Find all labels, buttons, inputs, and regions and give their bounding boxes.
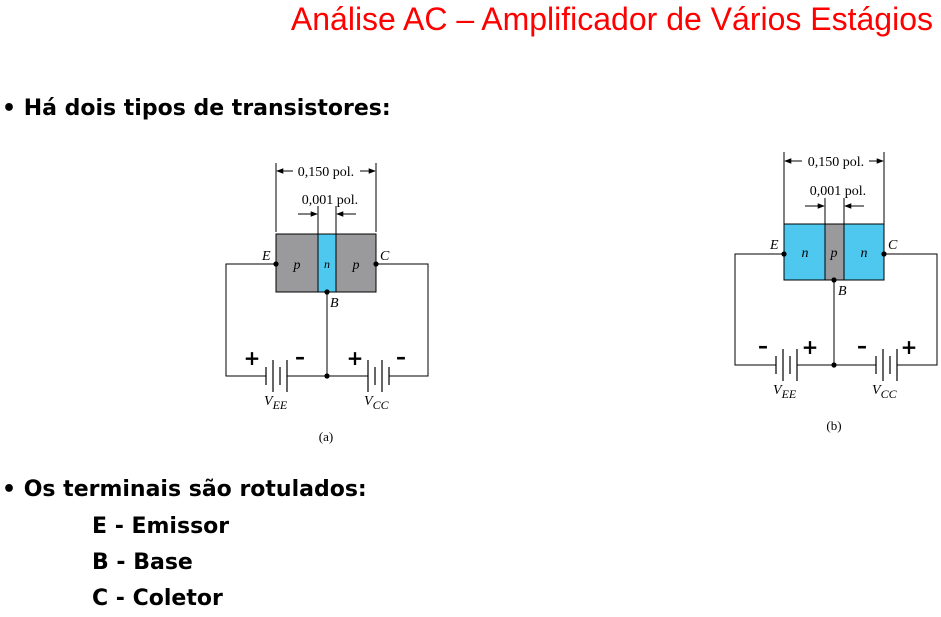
terminal-item-collector: C - Coletor [92, 586, 223, 611]
vcc-minus-sign: – [857, 334, 867, 358]
collector-region [335, 233, 377, 293]
vee-plus-sign: + [802, 335, 819, 359]
base-width-label: 0,001 pol. [810, 184, 866, 199]
collector-terminal-label: C [380, 249, 390, 264]
bullet-transistor-types: • Há dois tipos de transistores: [2, 96, 391, 121]
vee-label: VEE [264, 394, 288, 412]
base-terminal-label: B [838, 284, 847, 299]
vcc-label: VCC [872, 383, 898, 401]
diagram-pnp: 0,150 pol. 0,001 pol. p n p E C B + – [225, 163, 429, 444]
region-label: n [861, 246, 868, 261]
base-terminal-label: B [330, 296, 339, 311]
terminal-list: E - Emissor B - Base C - Coletor [92, 509, 229, 617]
emitter-region [275, 233, 319, 293]
vee-label: VEE [773, 383, 797, 401]
terminal-item-base: B - Base [92, 550, 193, 575]
diagram-caption: (b) [826, 418, 841, 433]
emitter-terminal-label: E [261, 249, 271, 264]
vcc-minus-sign: – [396, 345, 406, 369]
vee-minus-sign: – [758, 334, 768, 358]
bullet-terminal-labels: • Os terminais são rotulados: [2, 477, 367, 502]
vcc-plus-sign: + [901, 335, 918, 359]
emitter-region [783, 223, 826, 281]
region-label: n [802, 246, 809, 261]
vcc-plus-sign: + [347, 346, 364, 370]
emitter-terminal-label: E [769, 238, 779, 253]
collector-terminal-label: C [888, 238, 898, 253]
collector-region [843, 223, 885, 281]
slide-title: Análise AC – Amplificador de Vários Está… [290, 1, 933, 37]
total-width-label: 0,150 pol. [298, 165, 354, 180]
vee-minus-sign: – [295, 345, 305, 369]
region-label: p [830, 246, 838, 261]
diagram-npn: 0,150 pol. 0,001 pol. n p n E C B – + [734, 152, 938, 433]
base-width-label: 0,001 pol. [302, 193, 358, 208]
total-width-label: 0,150 pol. [808, 155, 864, 170]
region-label: p [293, 258, 301, 273]
region-label: p [352, 258, 360, 273]
region-label: n [324, 257, 330, 271]
vee-plus-sign: + [244, 346, 261, 370]
terminal-item-emitter: E - Emissor [92, 514, 230, 539]
diagram-caption: (a) [319, 429, 333, 444]
vcc-label: VCC [364, 394, 390, 412]
